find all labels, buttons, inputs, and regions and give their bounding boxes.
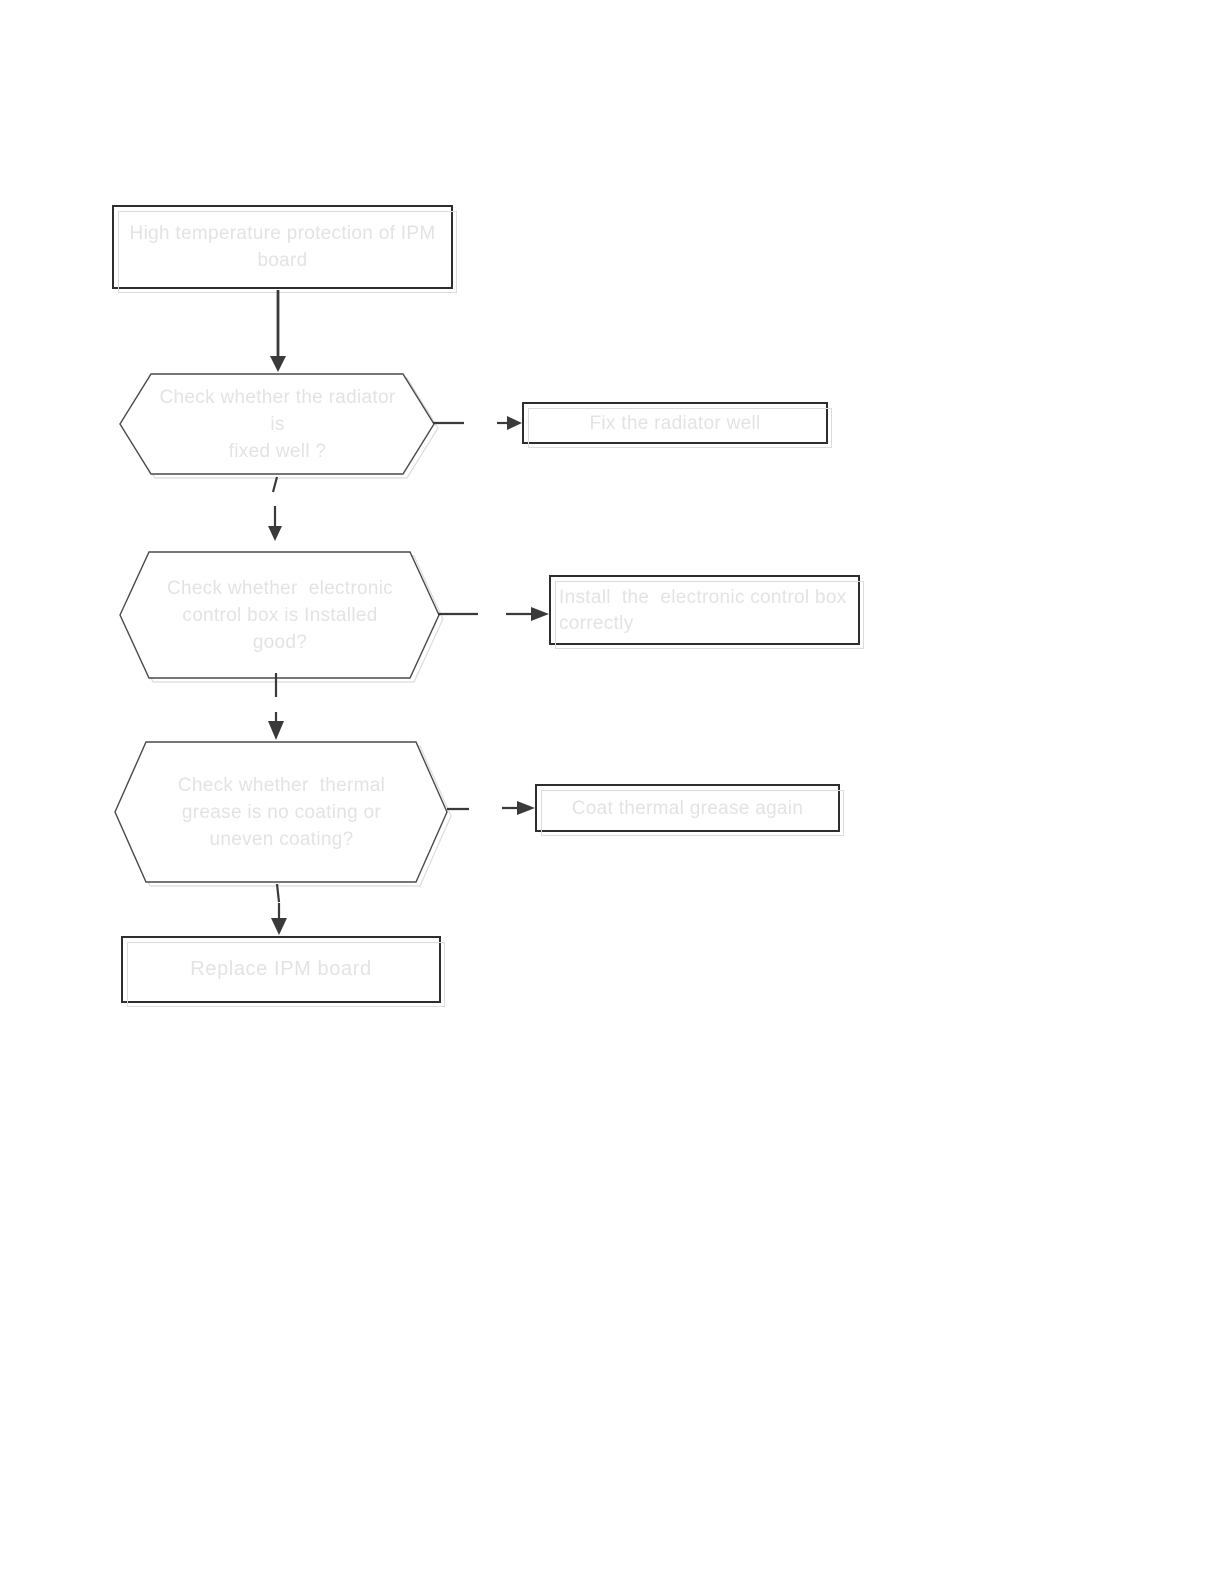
node-end-label: Replace IPM board [190, 958, 372, 980]
connector-decision3-action3 [447, 801, 535, 815]
node-action1-label: Fix the radiator well [589, 412, 761, 434]
hexagon-shape [119, 551, 444, 683]
node-end-replace-ipm-board: Replace IPM board [121, 936, 445, 1007]
connector-decision2-decision3 [268, 673, 284, 740]
node-decision-control-box-installed: Check whether electronic control box is … [119, 551, 444, 683]
connector-decision3-end [271, 883, 287, 935]
node-action-fix-radiator: Fix the radiator well [522, 402, 832, 448]
node-action3-label: Coat thermal grease again [571, 797, 804, 819]
node-decision-radiator-fixed: Check whether the radiator is fixed well… [119, 373, 439, 479]
connector-decision2-action2 [438, 607, 549, 621]
connector-start-decision1 [270, 290, 286, 372]
connector-decision1-action1 [433, 416, 522, 430]
node-action2-label: Install the electronic control box corre… [559, 587, 847, 634]
node-decision2-label: Check whether electronic control box is … [166, 577, 394, 653]
node-start-high-temp-protection: High temperature protection of IPM board [112, 205, 457, 293]
connector-decision1-decision2 [268, 476, 282, 541]
node-action-install-control-box: Install the electronic control box corre… [549, 575, 864, 649]
node-decision1-label: Check whether the radiator is fixed well… [159, 386, 396, 462]
node-start-label: High temperature protection of IPM board [129, 223, 436, 271]
node-action-coat-thermal-grease: Coat thermal grease again [535, 784, 844, 836]
node-decision-thermal-grease: Check whether thermal grease is no coati… [114, 741, 452, 887]
node-decision3-label: Check whether thermal grease is no coati… [177, 774, 386, 850]
hexagon-shape [114, 741, 452, 887]
